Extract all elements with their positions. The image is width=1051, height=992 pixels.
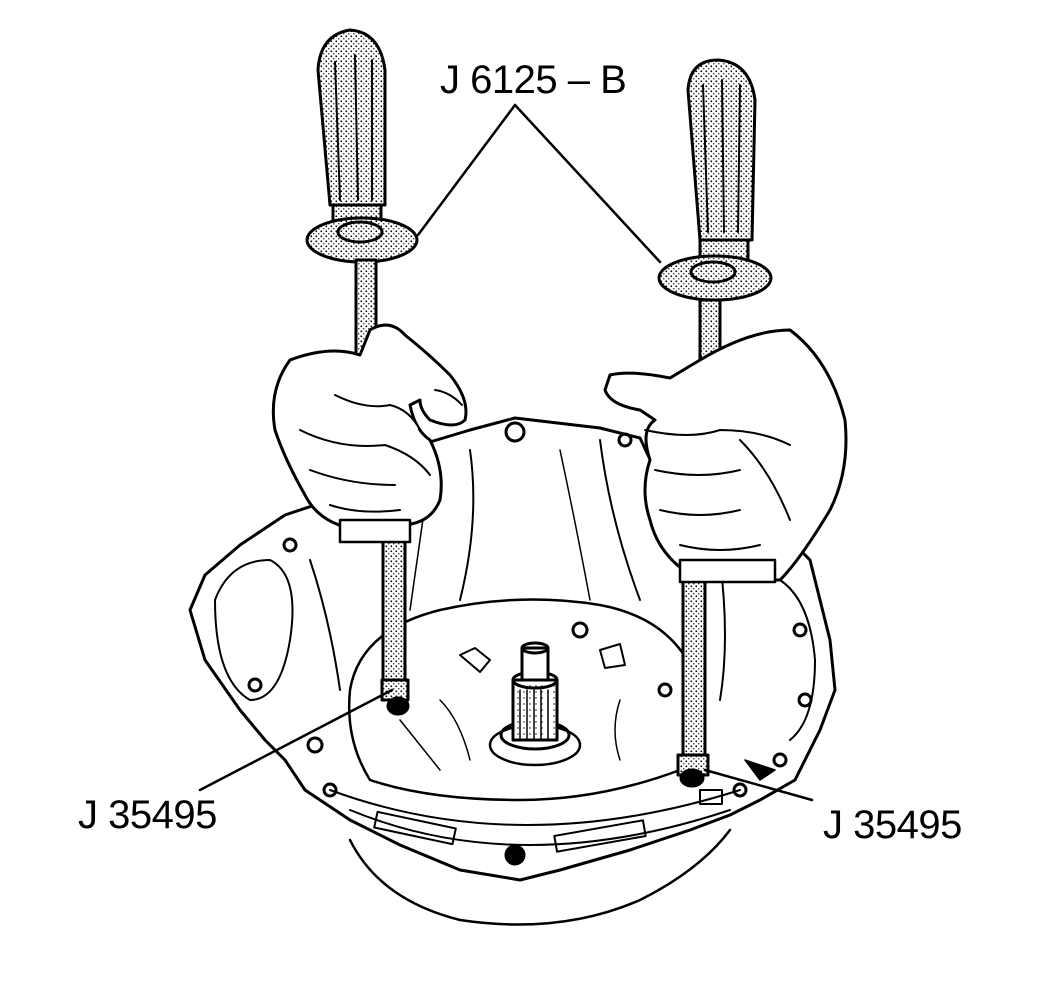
- right-hand: [603, 328, 848, 584]
- leader-top-right: [513, 103, 662, 264]
- rod-left: [381, 518, 407, 697]
- callout-remover-right: J 35495: [823, 803, 962, 847]
- callout-remover-left: J 35495: [78, 793, 217, 837]
- input-shaft: [488, 641, 582, 767]
- leader-top-left: [416, 103, 517, 237]
- callout-slide-hammer: J 6125 – B: [440, 58, 627, 102]
- left-hand: [271, 323, 468, 544]
- leader-right: [703, 768, 814, 802]
- transmission-case: [188, 416, 837, 926]
- rod-right: [681, 558, 707, 767]
- handle-left: [316, 28, 387, 207]
- leader-lines: [198, 103, 814, 802]
- leader-left: [198, 688, 394, 792]
